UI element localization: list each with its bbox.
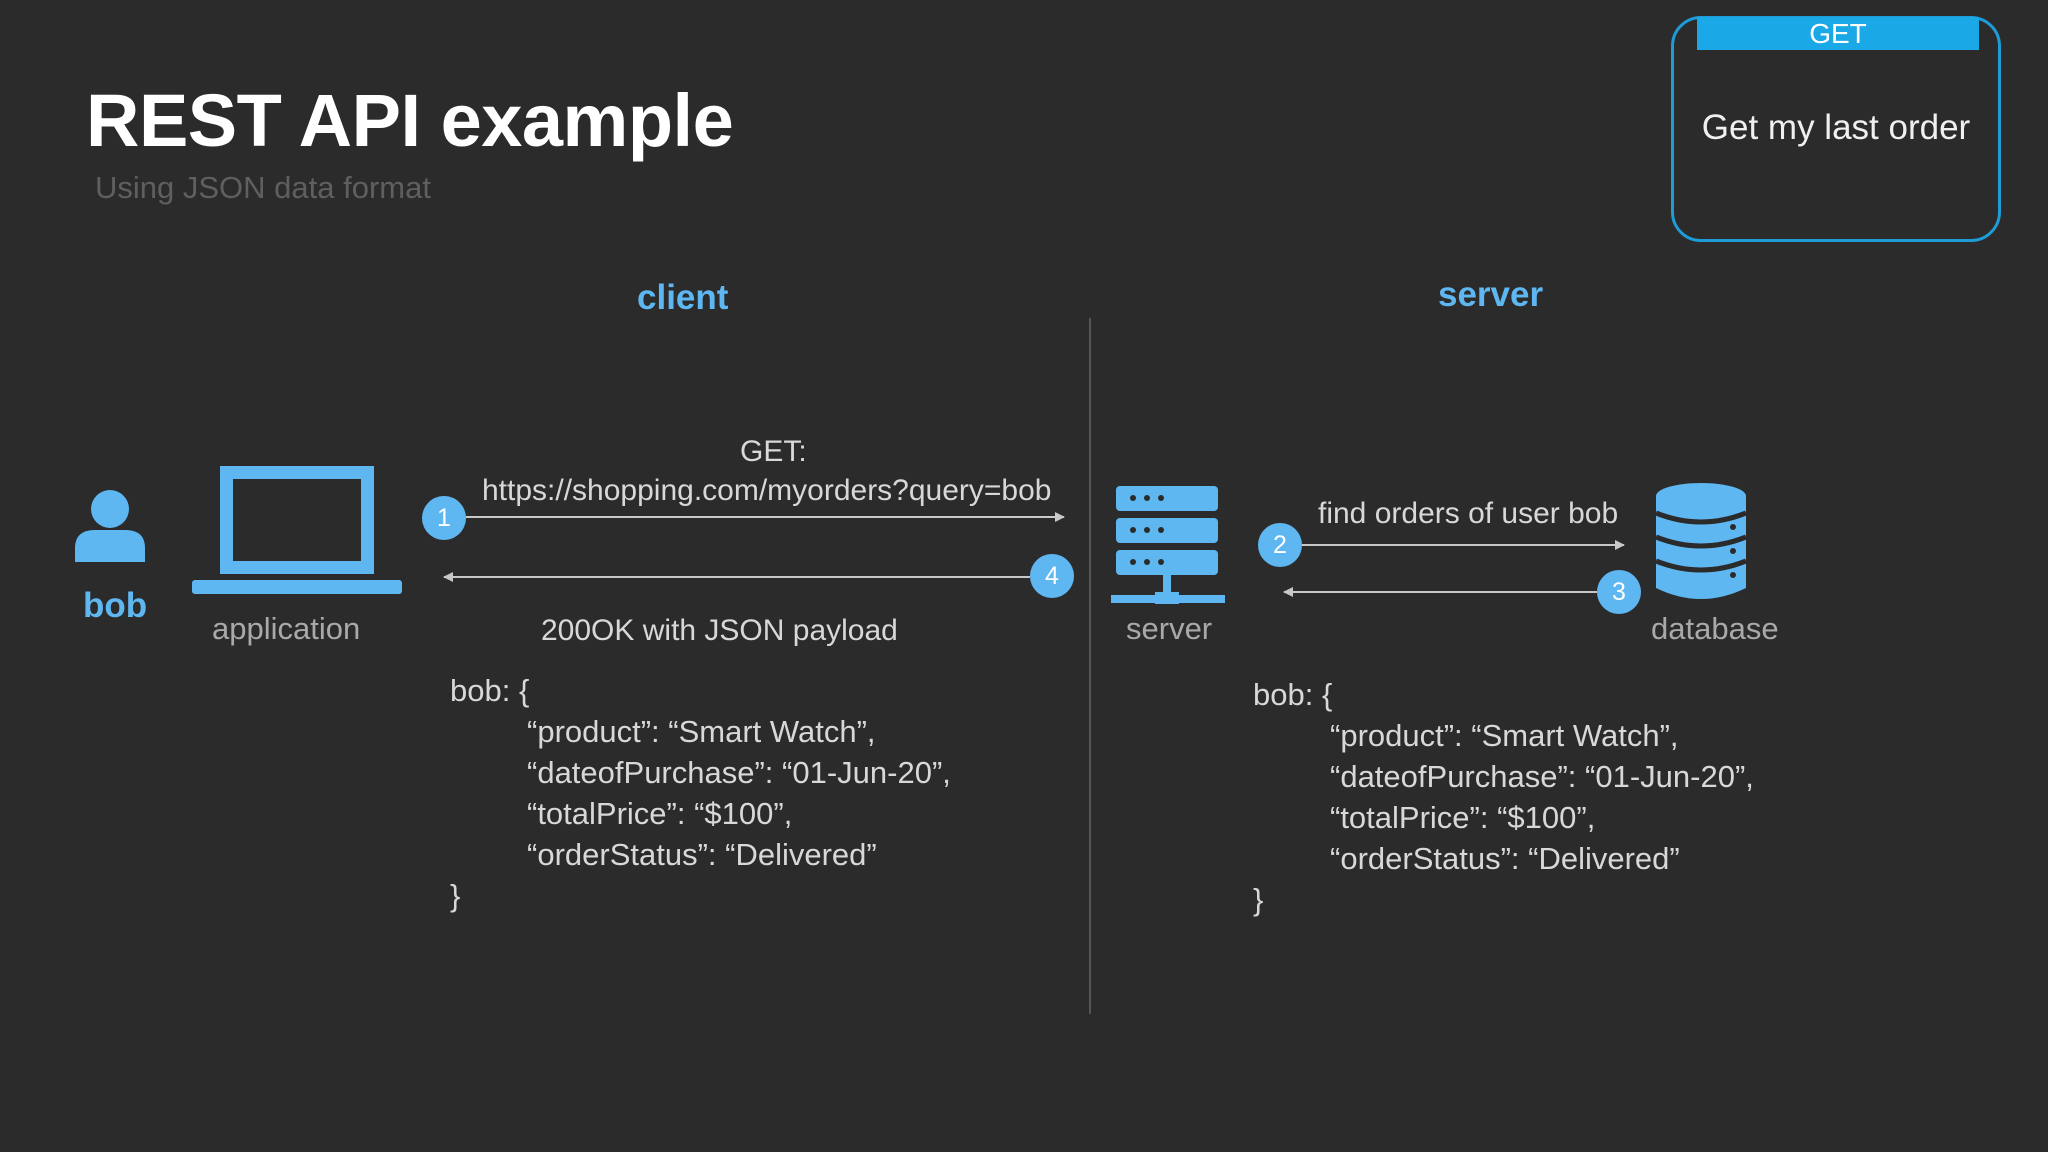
json-close: } — [450, 878, 461, 913]
server-json-payload: bob: { “product”: “Smart Watch”, “dateof… — [1253, 674, 1754, 920]
db-query-label: find orders of user bob — [1318, 497, 1619, 530]
client-json-payload: bob: { “product”: “Smart Watch”, “dateof… — [450, 670, 951, 916]
json-line: “orderStatus”: “Delivered” — [1330, 841, 1680, 876]
step-badge-4: 4 — [1030, 554, 1074, 598]
user-icon — [75, 490, 145, 562]
database-label: database — [1651, 611, 1779, 646]
step-badge-3: 3 — [1597, 570, 1641, 614]
slide-title: REST API example — [86, 79, 734, 162]
server-label: server — [1126, 611, 1213, 646]
client-server-divider — [1089, 318, 1091, 1014]
user-label: bob — [83, 586, 148, 625]
json-line: “dateofPurchase”: “01-Jun-20”, — [527, 755, 951, 790]
request-card-method: GET — [1697, 17, 1979, 50]
request-url-label: https://shopping.com/myorders?query=bob — [482, 474, 1052, 507]
server-rack-icon — [1111, 486, 1225, 604]
json-line: “totalPrice”: “$100”, — [1330, 800, 1596, 835]
json-open: bob: { — [450, 673, 530, 708]
response-label: 200OK with JSON payload — [541, 614, 898, 647]
laptop-icon — [192, 466, 402, 594]
json-line: “product”: “Smart Watch”, — [1330, 718, 1679, 753]
application-label: application — [212, 611, 361, 646]
slide-subtitle: Using JSON data format — [95, 170, 431, 205]
json-close: } — [1253, 882, 1264, 917]
database-icon — [1655, 483, 1747, 599]
request-method-label: GET: — [740, 435, 807, 468]
request-card-text: Get my last order — [1701, 108, 1971, 147]
step-badge-2: 2 — [1258, 523, 1302, 567]
server-section-label: server — [1438, 275, 1544, 314]
step-badge-1: 1 — [422, 496, 466, 540]
client-section-label: client — [637, 278, 729, 317]
json-open: bob: { — [1253, 677, 1333, 712]
json-line: “orderStatus”: “Delivered” — [527, 837, 877, 872]
json-line: “totalPrice”: “$100”, — [527, 796, 793, 831]
json-line: “dateofPurchase”: “01-Jun-20”, — [1330, 759, 1754, 794]
json-line: “product”: “Smart Watch”, — [527, 714, 876, 749]
